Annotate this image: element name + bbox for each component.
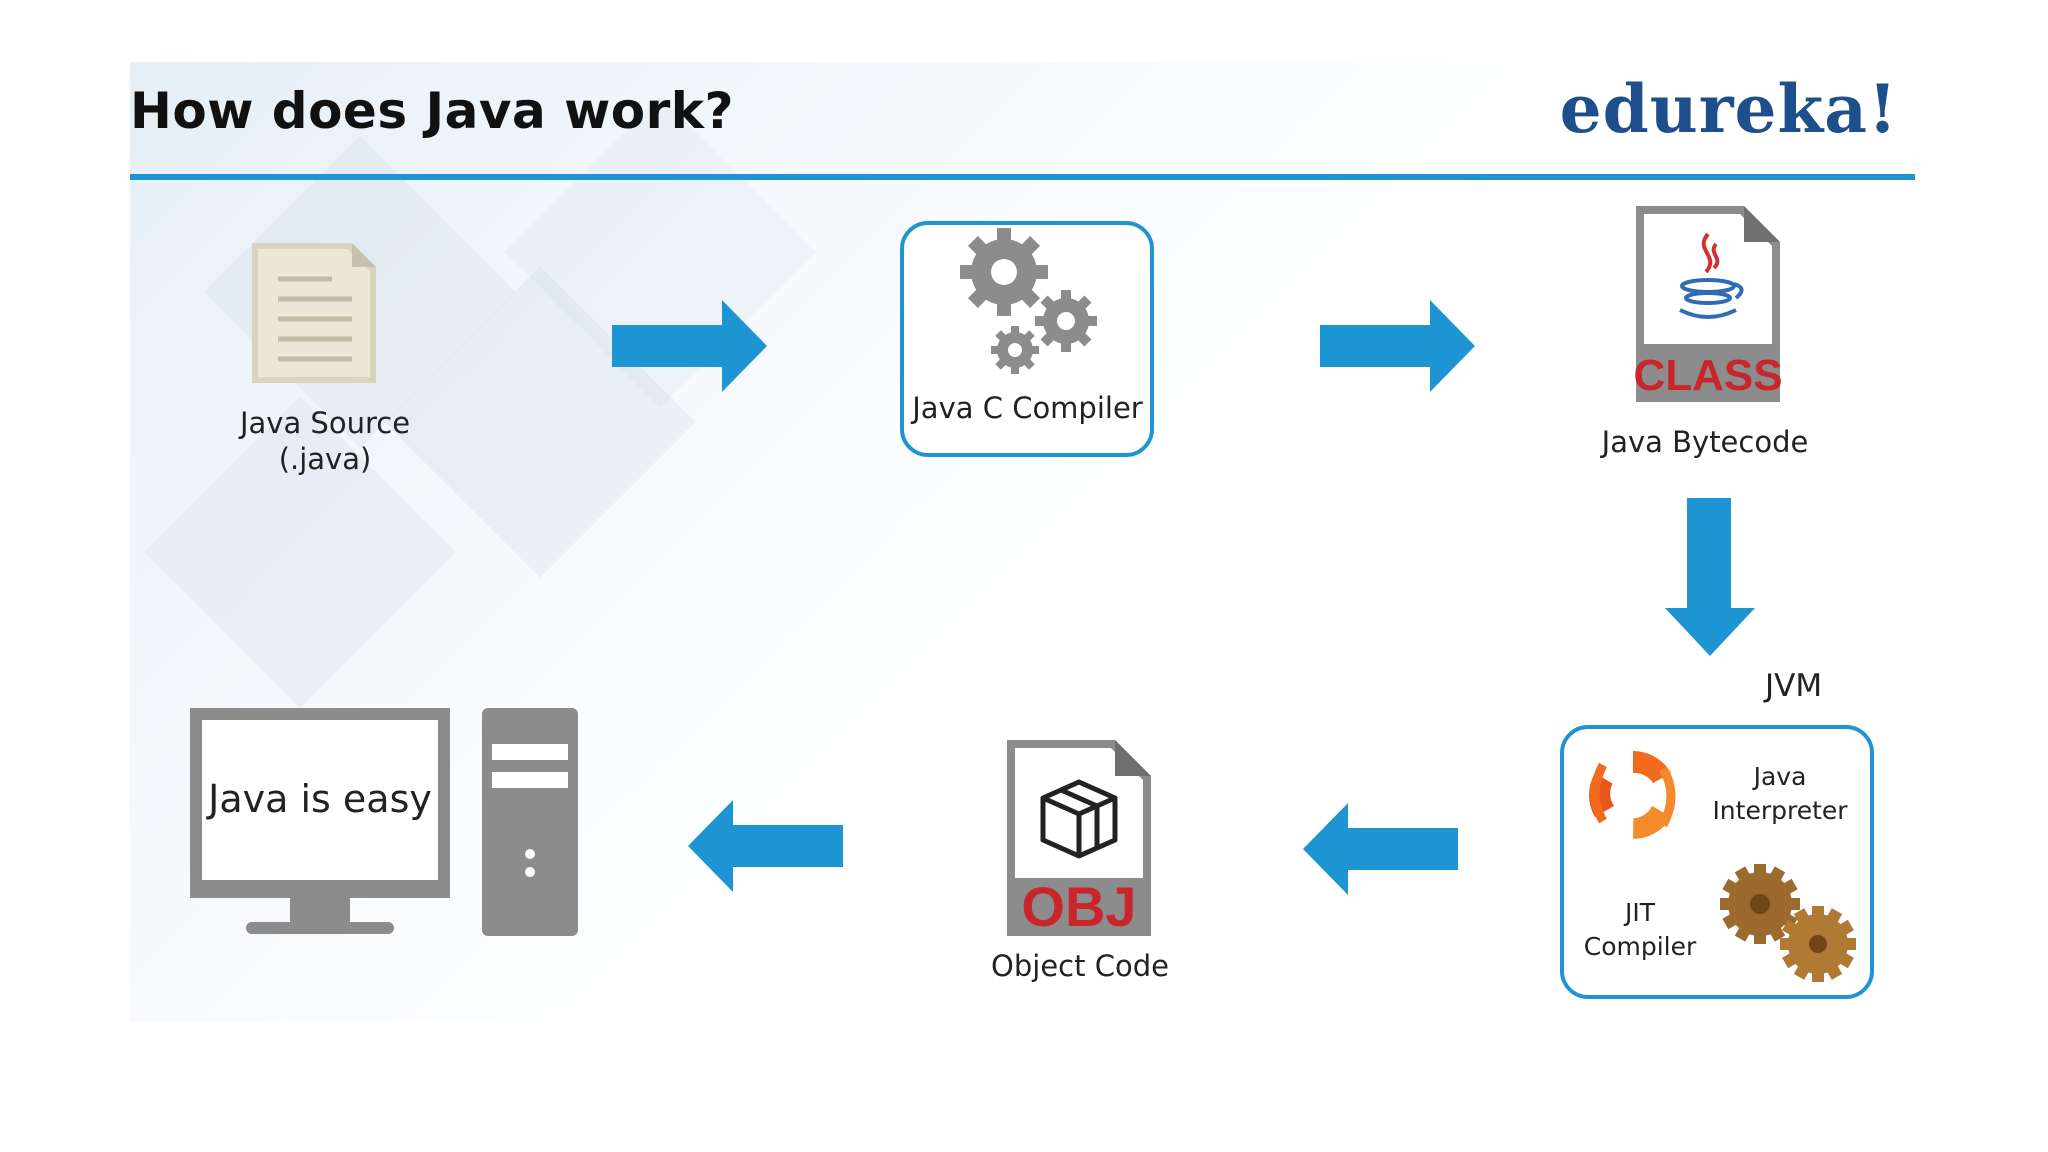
compiler-label: Java C Compiler xyxy=(912,391,1143,425)
interpreter-label: Java Interpreter xyxy=(1700,760,1860,828)
jit-label-line2: Compiler xyxy=(1583,932,1697,961)
interpreter-label-line1: Java xyxy=(1753,762,1807,791)
jvm-label: JVM xyxy=(1765,668,1823,704)
obj-badge: OBJ xyxy=(1021,875,1136,938)
arrow-right-icon xyxy=(612,300,767,392)
arrow-left-icon xyxy=(1303,803,1458,895)
gears-icon xyxy=(960,228,1097,374)
object-code-label: Object Code xyxy=(991,949,1169,983)
obj-file-icon: OBJ xyxy=(1007,740,1151,938)
interpreter-label-line2: Interpreter xyxy=(1712,796,1848,825)
swirl-icon xyxy=(1589,751,1676,839)
bytecode-label: Java Bytecode xyxy=(1601,425,1809,459)
bronze-gears-icon xyxy=(1720,864,1856,982)
jit-label-line1: JIT xyxy=(1624,898,1656,927)
jit-label: JIT Compiler xyxy=(1570,896,1710,964)
java-source-label: Java Source (.java) xyxy=(200,405,450,477)
screen-text: Java is easy xyxy=(208,777,432,821)
header-divider xyxy=(130,174,1915,180)
edureka-logo: edureka! xyxy=(1559,70,1898,148)
java-source-label-line1: Java Source xyxy=(239,406,411,440)
arrow-right-icon xyxy=(1320,300,1475,392)
class-file-icon: CLASS xyxy=(1633,206,1783,402)
document-icon xyxy=(252,243,376,383)
java-source-label-line2: (.java) xyxy=(278,442,372,476)
arrow-down-icon xyxy=(1665,498,1755,656)
arrow-left-icon xyxy=(688,800,843,892)
class-badge: CLASS xyxy=(1633,351,1782,400)
page-title: How does Java work? xyxy=(130,82,735,140)
computer-icon xyxy=(190,708,578,936)
